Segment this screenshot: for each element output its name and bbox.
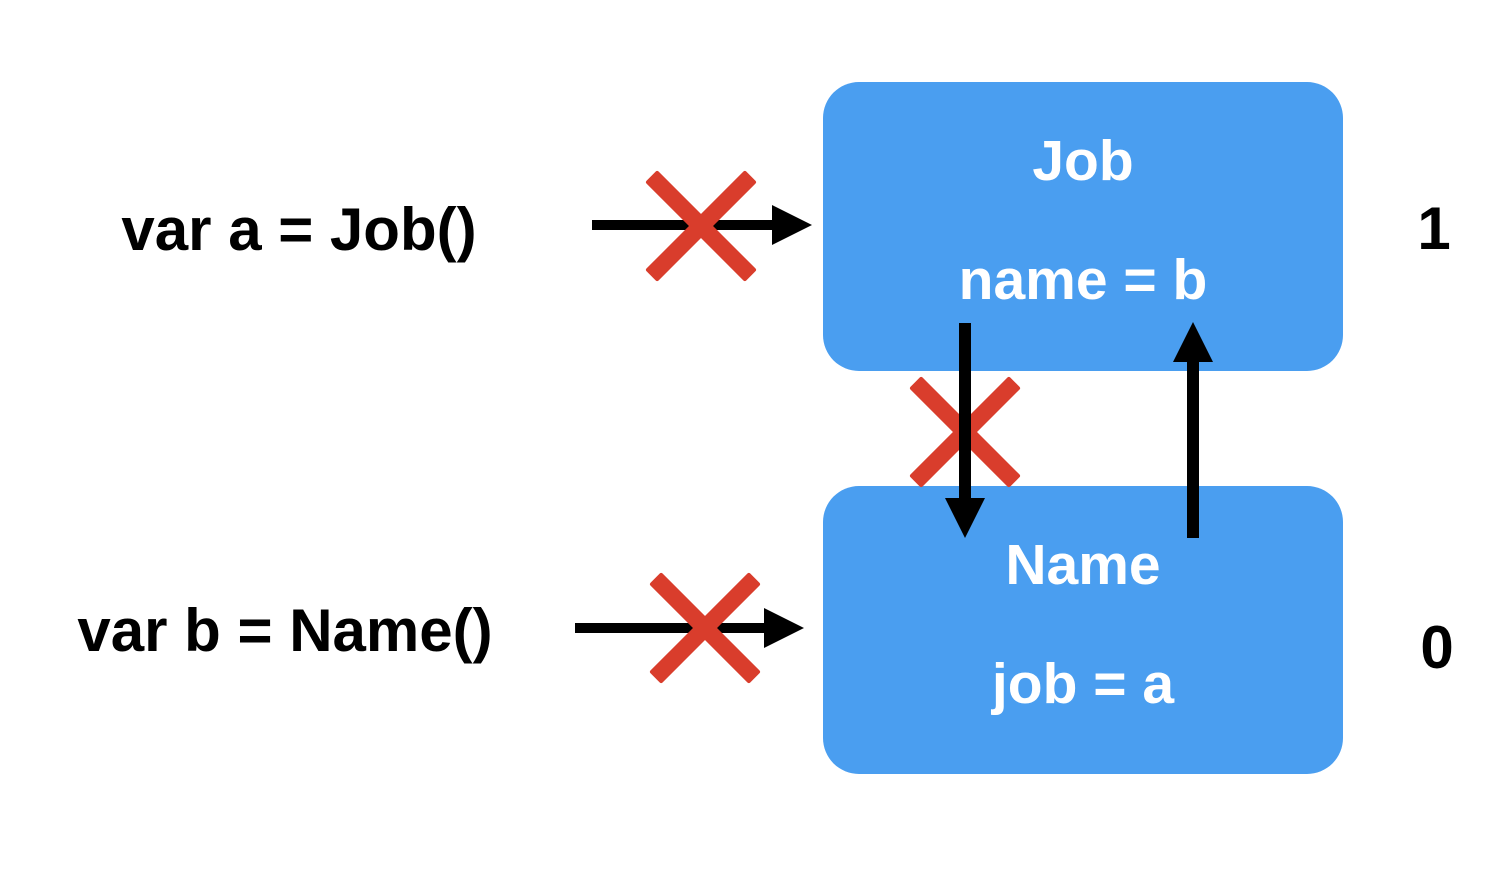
arrow-head (1173, 322, 1213, 362)
name-box-property: job = a (991, 652, 1175, 716)
var-b-broken-cross-icon (649, 572, 761, 684)
name-to-job-arrow-icon (1173, 322, 1213, 538)
name-box-title: Name (1005, 533, 1161, 597)
code-label-var-a: var a = Job() (121, 196, 477, 263)
var-a-broken-cross-icon (645, 170, 757, 282)
job-ref-count-label: 1 (1417, 195, 1451, 262)
arrow-shaft (1187, 360, 1199, 538)
arrow-head (772, 205, 812, 245)
arrow-head (945, 498, 985, 538)
arrow-head (764, 608, 804, 648)
arrow-shaft (959, 323, 971, 499)
job-to-name-arrow-icon (945, 323, 985, 538)
code-label-var-b: var b = Name() (77, 597, 493, 664)
job-box-property: name = b (958, 248, 1208, 312)
job-object-box: Job name = b (823, 82, 1343, 371)
name-ref-count-label: 0 (1420, 614, 1454, 681)
name-object-box: Name job = a (823, 486, 1343, 774)
job-box-title: Job (1032, 129, 1134, 193)
